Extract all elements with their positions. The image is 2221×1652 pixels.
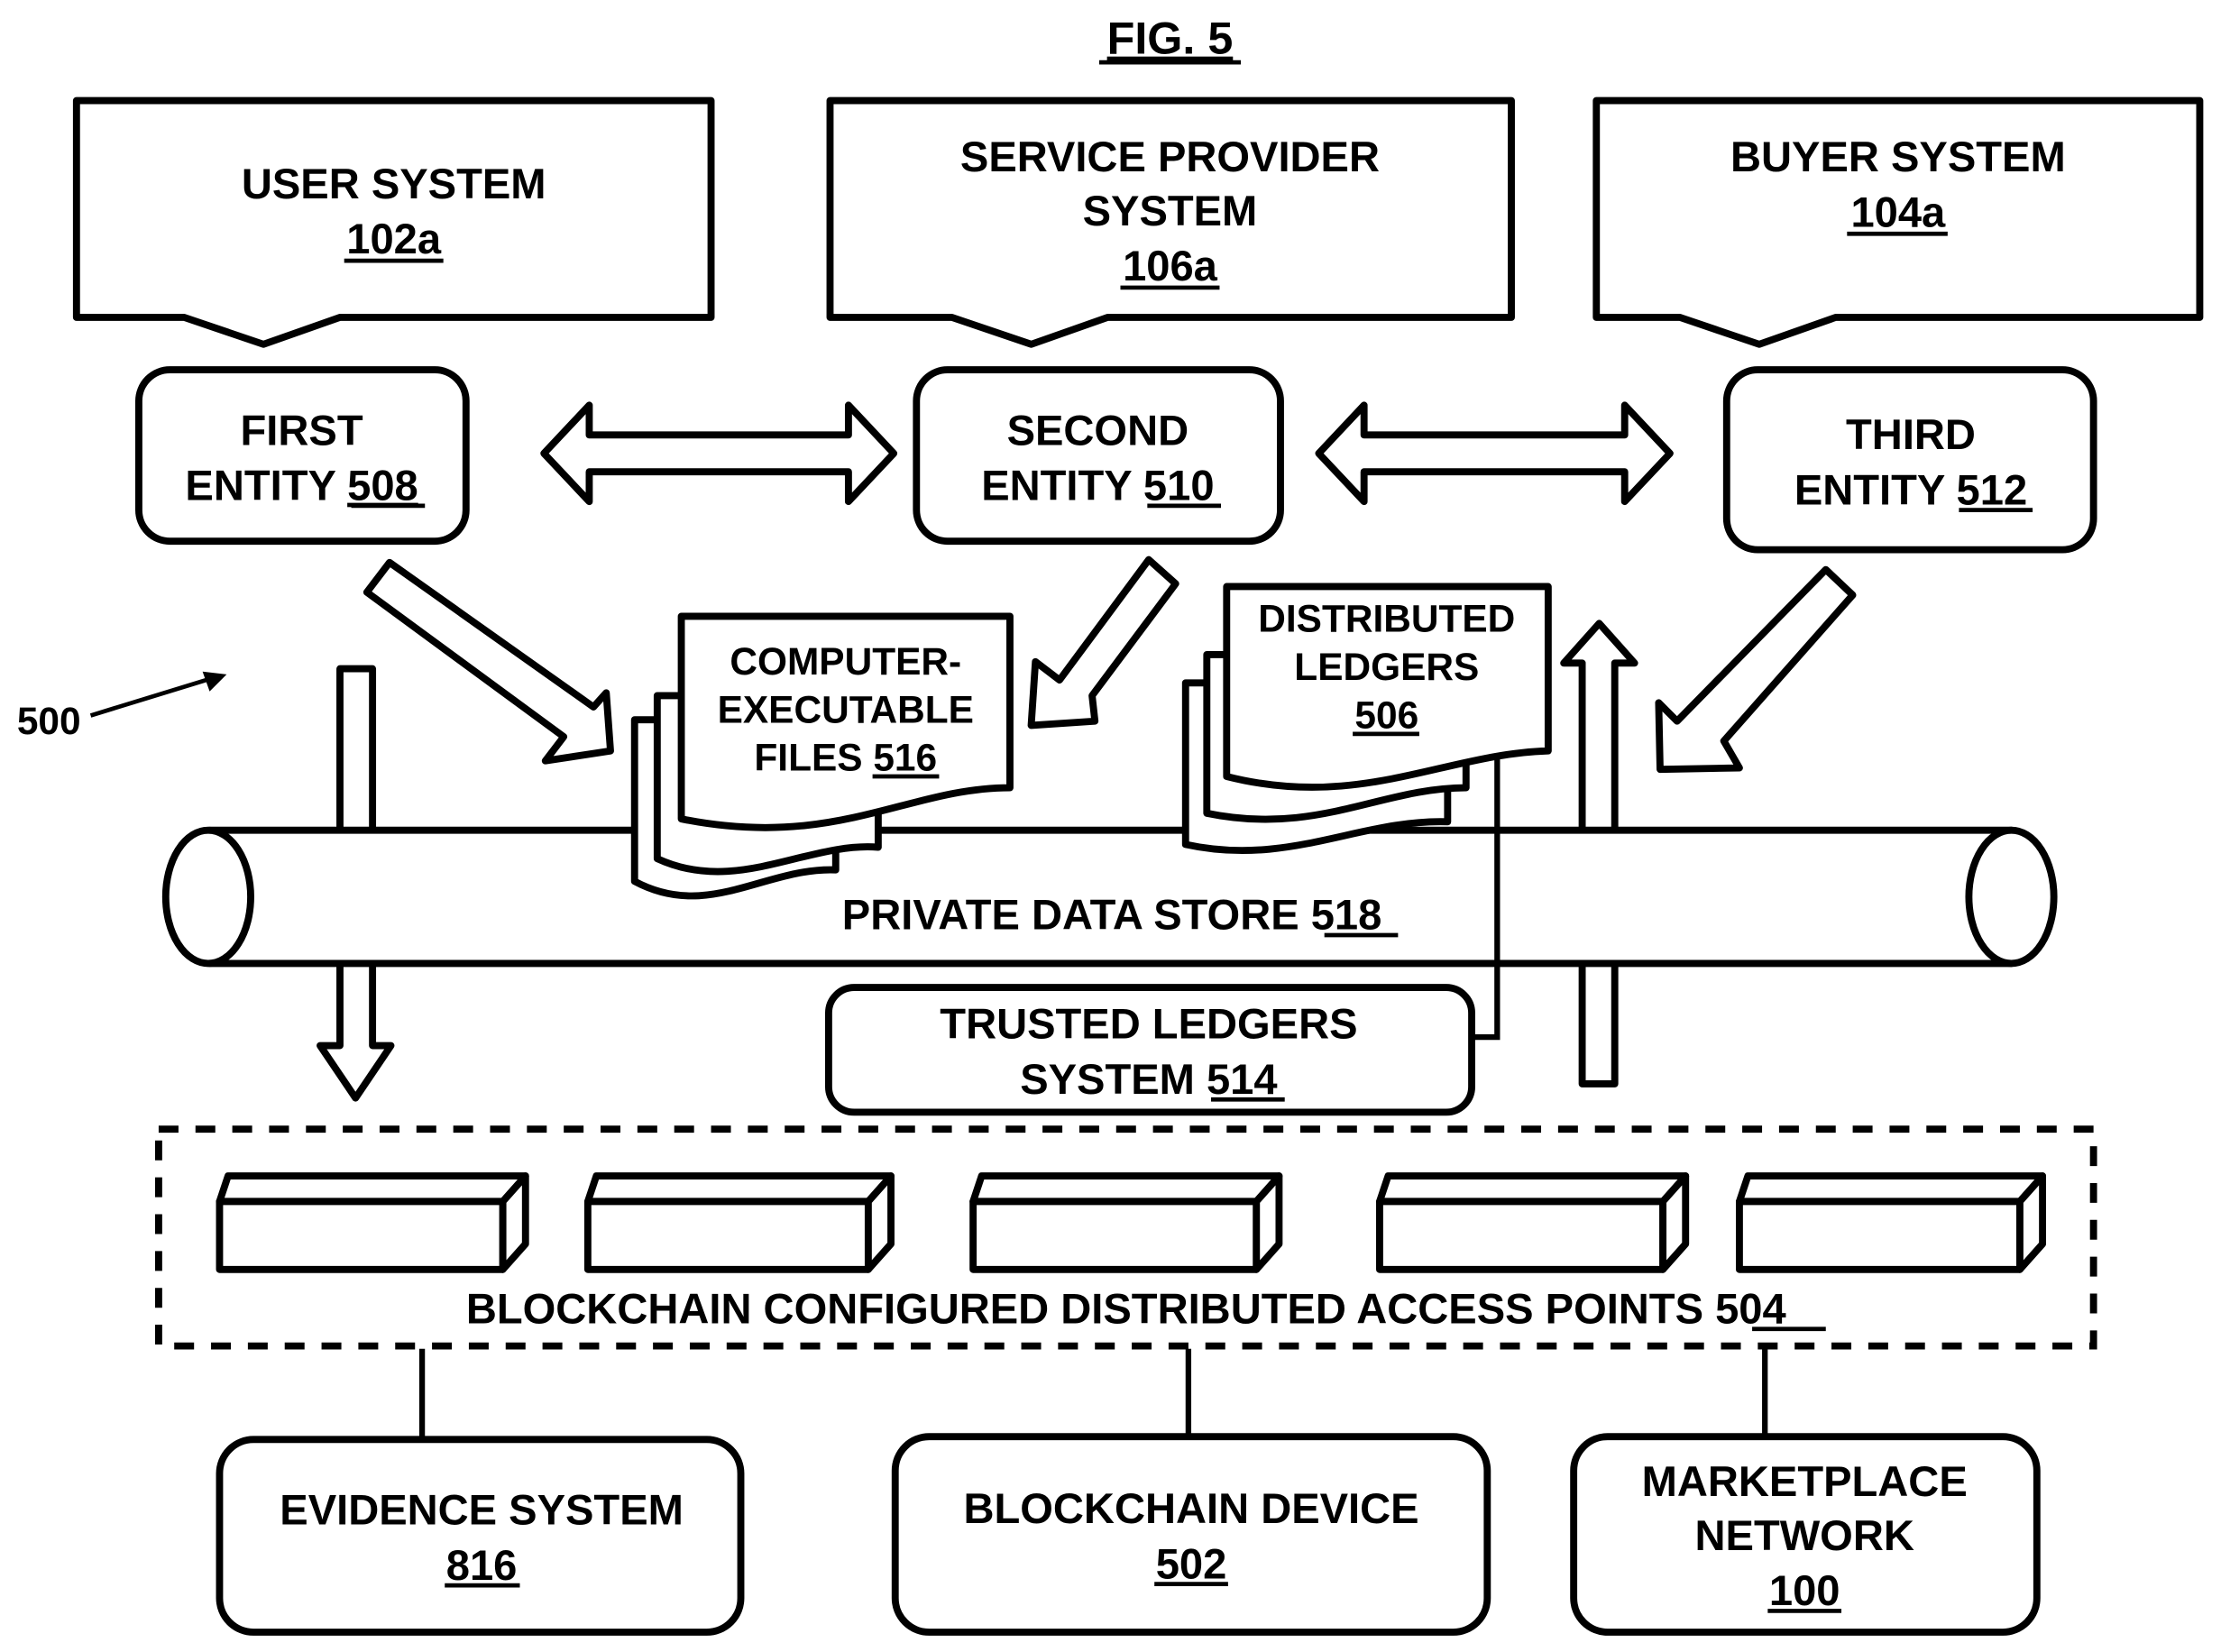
user-system-label: USER SYSTEM	[242, 160, 546, 207]
evidence-system-label: EVIDENCE SYSTEM	[280, 1486, 684, 1534]
blockchain-device-label: BLOCKCHAIN DEVICE	[963, 1484, 1418, 1532]
trusted-ledgers-ref: 514	[1207, 1055, 1278, 1103]
reference-500-label: 500	[17, 700, 81, 742]
ledgers-ref: 506	[1354, 694, 1418, 737]
private-data-store-name: PRIVATE DATA STORE	[842, 891, 1311, 939]
marketplace-network-ref: 100	[1769, 1566, 1840, 1614]
second-entity-line2: ENTITY 510	[981, 462, 1214, 509]
arrow-third-entity-to-store	[1655, 565, 1857, 774]
access-point-node	[969, 1172, 1283, 1273]
blockchain-device-ref: 502	[1156, 1539, 1227, 1587]
figure-title: FIG. 5	[1107, 13, 1234, 64]
distributed-ledgers-stack: DISTRIBUTED LEDGERS 506	[1181, 583, 1552, 855]
trusted-ledgers-system-box: TRUSTED LEDGERS SYSTEM 514	[824, 984, 1475, 1116]
service-provider-ref: 106a	[1123, 242, 1218, 289]
service-provider-system-box: SERVICE PROVIDER SYSTEM 106a	[826, 96, 1515, 348]
reference-500-arrowhead	[202, 671, 227, 692]
access-point-node	[1736, 1172, 2047, 1273]
private-data-store-label: PRIVATE DATA STORE 518	[842, 891, 1382, 939]
computer-executable-files-stack: COMPUTER- EXECUTABLE FILES 516	[630, 612, 1014, 900]
ledgers-label-line2: LEDGERS	[1294, 646, 1479, 688]
user-system-box: USER SYSTEM 102a	[72, 96, 715, 348]
access-point-nodes	[216, 1172, 2047, 1273]
first-entity-word: ENTITY	[185, 462, 347, 509]
service-provider-label-line2: SYSTEM	[1083, 187, 1258, 234]
trusted-ledgers-word: SYSTEM	[1020, 1055, 1207, 1103]
access-points-name: BLOCKCHAIN CONFIGURED DISTRIBUTED ACCESS…	[466, 1284, 1715, 1332]
buyer-system-label: BUYER SYSTEM	[1730, 133, 2066, 180]
access-points-label: BLOCKCHAIN CONFIGURED DISTRIBUTED ACCESS…	[466, 1284, 1786, 1332]
access-points-region: BLOCKCHAIN CONFIGURED DISTRIBUTED ACCESS…	[155, 1125, 2097, 1350]
buyer-system-box: BUYER SYSTEM 104a	[1592, 96, 2204, 348]
first-entity-line1: FIRST	[241, 406, 363, 454]
third-entity-line2: ENTITY 512	[1794, 465, 2027, 513]
third-entity-box: THIRD ENTITY 512	[1722, 366, 2097, 554]
arrow-second-entity-to-files	[1027, 555, 1179, 730]
ledgers-to-trusted-connector	[1473, 757, 1501, 1041]
private-data-store-ref: 518	[1311, 891, 1382, 939]
files-ref: 516	[873, 737, 937, 779]
third-entity-ref: 512	[1957, 465, 2028, 513]
files-label-line3: FILES 516	[754, 737, 937, 779]
marketplace-network-line2: NETWORK	[1695, 1511, 1914, 1559]
bidirectional-arrow-second-third	[1315, 401, 1674, 506]
buyer-system-ref: 104a	[1850, 188, 1946, 235]
access-point-node	[1376, 1172, 1690, 1273]
ledgers-label-line1: DISTRIBUTED	[1258, 598, 1515, 640]
evidence-system-ref: 816	[446, 1541, 518, 1589]
user-system-ref: 102a	[346, 215, 442, 262]
arrow-first-entity-to-files	[363, 558, 614, 765]
evidence-system-box: EVIDENCE SYSTEM 816	[216, 1436, 745, 1636]
blockchain-device-box: BLOCKCHAIN DEVICE 502	[891, 1433, 1491, 1636]
service-provider-label-line1: SERVICE PROVIDER	[960, 133, 1380, 180]
second-entity-word: ENTITY	[981, 462, 1143, 509]
first-entity-box: FIRST ENTITY 508	[135, 366, 470, 546]
first-entity-line2: ENTITY 508	[185, 462, 418, 509]
bidirectional-arrow-first-second	[540, 401, 898, 506]
files-label-line2: EXECUTABLE	[718, 688, 974, 730]
dashed-boundary	[155, 1125, 2097, 1350]
access-point-node	[216, 1172, 529, 1273]
second-entity-box: SECOND ENTITY 510	[913, 366, 1284, 546]
marketplace-network-box: MARKETPLACE NETWORK 100	[1570, 1433, 2041, 1636]
files-word: FILES	[754, 737, 873, 779]
reference-500-pointer	[89, 675, 216, 718]
trusted-ledgers-line2: SYSTEM 514	[1020, 1055, 1277, 1103]
second-entity-ref: 510	[1143, 462, 1215, 509]
access-points-ref: 504	[1715, 1284, 1786, 1332]
first-entity-ref: 508	[347, 462, 418, 509]
marketplace-network-line1: MARKETPLACE	[1642, 1457, 1968, 1505]
files-label-line1: COMPUTER-	[730, 640, 961, 683]
third-entity-line1: THIRD	[1846, 410, 1976, 458]
trusted-ledgers-line1: TRUSTED LEDGERS	[940, 1000, 1357, 1048]
access-point-node	[583, 1172, 895, 1273]
third-entity-word: ENTITY	[1794, 465, 1957, 513]
second-entity-line1: SECOND	[1007, 406, 1189, 454]
private-data-store-cylinder: PRIVATE DATA STORE 518	[161, 826, 2058, 968]
